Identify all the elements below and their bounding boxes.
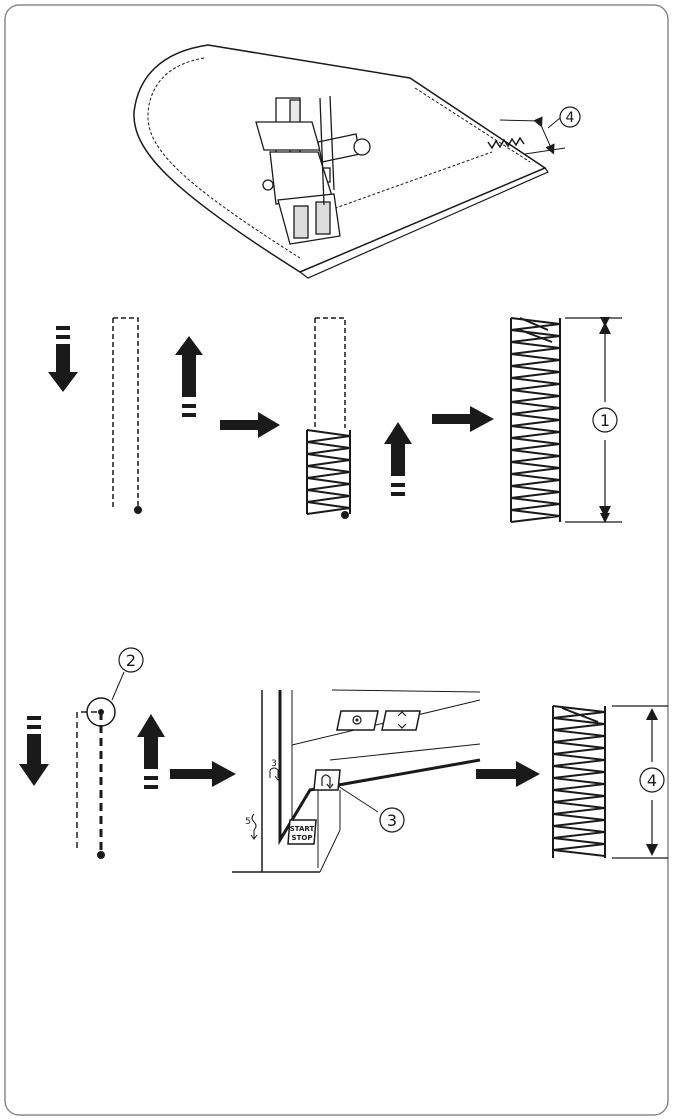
start-stop-label-stop: STOP	[292, 834, 313, 842]
callout-4-bottom-circle	[639, 767, 665, 793]
full-bartack	[510, 317, 561, 523]
arrow-up-icon	[137, 714, 165, 789]
fabric-illustration: 4	[133, 44, 581, 279]
callout-2-circle	[118, 647, 144, 673]
start-stop-label-start: START	[290, 825, 315, 833]
reverse-point-circle	[86, 697, 116, 727]
callout-3: 3	[387, 811, 397, 830]
needle-up-down-icon[interactable]	[381, 710, 421, 731]
presser-foot	[255, 95, 371, 245]
sequence-1: 1	[48, 317, 622, 523]
short-bartack	[552, 705, 606, 858]
arrow-up-icon	[384, 422, 412, 496]
start-stop-button[interactable]: START STOP	[287, 819, 317, 845]
arrow-right-icon	[476, 761, 540, 787]
page-frame	[4, 4, 669, 1116]
reverse-button-icon[interactable]	[313, 769, 341, 791]
arrow-right-icon	[220, 412, 280, 438]
reverse-mark-icon	[269, 767, 282, 781]
callout-4-bottom: 4	[647, 771, 657, 790]
machine-mark-3: 3	[271, 759, 277, 769]
arrow-down-icon	[19, 716, 49, 786]
arrow-right-icon	[170, 761, 236, 787]
callout-4-top-circle	[559, 106, 581, 128]
callout-1: 1	[600, 411, 610, 430]
callout-2: 2	[126, 651, 136, 670]
callout-1-circle	[592, 407, 618, 433]
arrow-up-icon	[175, 336, 203, 417]
needle-position-icon[interactable]	[336, 710, 379, 731]
arrow-right-icon	[432, 406, 494, 432]
arrow-down-icon	[48, 326, 78, 392]
callout-3-circle	[379, 807, 405, 833]
callout-4-top: 4	[566, 110, 575, 126]
sequence-2: 2	[19, 647, 668, 873]
machine-mark-5: 5	[245, 817, 251, 827]
thread-mark-icon	[250, 813, 258, 840]
